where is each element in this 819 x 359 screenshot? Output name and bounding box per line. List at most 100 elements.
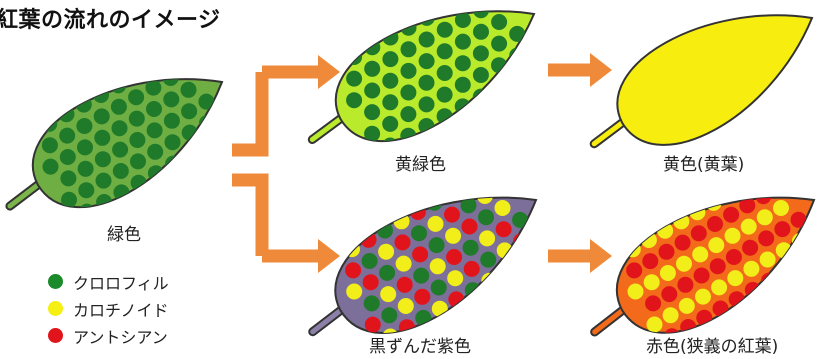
pigment-dot (626, 262, 642, 278)
pigment-dot (380, 286, 396, 302)
pigment-dot (147, 144, 163, 160)
pigment-dot (477, 188, 493, 204)
pigment-dot (478, 209, 494, 225)
pigment-dot (200, 136, 216, 152)
pigment-dot (110, 77, 126, 93)
pigment-dot (419, 10, 435, 26)
pigment-dot (695, 289, 711, 305)
pigment-dot (77, 139, 93, 155)
pigment-dot (437, 65, 453, 81)
pigment-dot (78, 182, 94, 198)
pigment-dot (147, 122, 163, 138)
pigment-dot (401, 41, 417, 57)
pigment-dot (165, 134, 181, 150)
carotenoid-dot-icon (48, 301, 63, 316)
pigment-dot (113, 163, 129, 179)
pigment-dot (793, 254, 809, 270)
pigment-dot (397, 277, 413, 293)
pigment-dot (163, 91, 179, 107)
pigment-dot (60, 149, 76, 165)
pigment-dot (198, 94, 214, 110)
pigment-dot (419, 32, 435, 48)
pigment-dot (527, 59, 543, 75)
pigment-dot (437, 0, 453, 16)
pigment-dot (642, 253, 658, 269)
pigment-dot (491, 0, 507, 8)
pigment-dot (455, 55, 471, 71)
pigment-dot (76, 97, 92, 113)
pigment-dot (398, 298, 414, 314)
pigment-dot (180, 60, 196, 76)
pigment-dot (760, 252, 776, 268)
pigment-dot (181, 103, 197, 119)
pigment-dot (128, 68, 144, 84)
pigment-dot (396, 256, 412, 272)
pigment-dot (480, 252, 496, 268)
leaf-label-dark-purple: 黒ずんだ紫色 (369, 332, 471, 357)
pigment-dot (757, 209, 773, 225)
pigment-dot (498, 264, 514, 280)
chlorophyll-dot-icon (48, 274, 63, 289)
pigment-dot (111, 99, 127, 115)
pigment-dot (473, 2, 489, 18)
pigment-dot (419, 96, 435, 112)
pigment-dot (491, 79, 507, 95)
legend-label: アントシアン (73, 324, 168, 348)
pigment-dot (382, 116, 398, 132)
arrow-to-yellow-head-icon (590, 53, 612, 87)
pigment-dot (382, 94, 398, 110)
arrow-to-dark-purple-head-icon (318, 239, 340, 273)
pigment-dot (437, 22, 453, 38)
pigment-dot (96, 173, 112, 189)
pigment-dot (512, 212, 528, 228)
pigment-dot (412, 246, 428, 262)
pigment-dot (364, 83, 380, 99)
pigment-dot (418, 118, 434, 134)
leaf-stem-fill-green (10, 184, 40, 207)
pigment-dot (447, 270, 463, 286)
pigment-dot (755, 188, 771, 204)
pigment-dot (657, 223, 673, 239)
pigment-dot (94, 130, 110, 146)
pigment-dot (24, 125, 40, 141)
pigment-dot (644, 274, 660, 290)
pigment-dot (378, 244, 394, 260)
legend-label: クロロフィル (73, 270, 169, 294)
pigment-dot (722, 186, 738, 202)
pigment-dot (758, 230, 774, 246)
pigment-dot (345, 262, 361, 278)
pigment-dot (476, 167, 492, 183)
pigment-dot (217, 127, 233, 143)
arrow-to-dark-purple-shaft (232, 180, 262, 256)
pigment-dot (129, 111, 145, 127)
pigment-dot (691, 225, 707, 241)
pigment-dot (94, 108, 110, 124)
pigment-dot (410, 204, 426, 220)
legend-item-chlorophyll: クロロフィル (48, 268, 169, 295)
pigment-dot (431, 280, 447, 296)
pigment-dot (641, 232, 657, 248)
pigment-dot (382, 51, 398, 67)
pigment-dot (164, 113, 180, 129)
pigment-dot (432, 301, 448, 317)
pigment-dot (754, 167, 770, 183)
pigment-dot (692, 246, 708, 262)
pigment-dot (361, 232, 377, 248)
pigment-dot (162, 49, 178, 65)
legend-item-anthocyanin: アントシアン (48, 322, 169, 349)
anthocyanin-dot-icon (48, 328, 63, 343)
leaf-stem-fill-yellow (594, 121, 624, 143)
pigment-dot (727, 270, 743, 286)
pigment-dot (437, 43, 453, 59)
pigment-dot (455, 77, 471, 93)
pigment-dot (473, 67, 489, 83)
pigment-dot (76, 118, 92, 134)
pigment-dot (445, 228, 461, 244)
leaf-stem-fill-yellow_green (312, 117, 342, 139)
pigment-dot (346, 284, 362, 300)
pigment-dot (509, 26, 525, 42)
leaf-label-green: 緑色 (107, 220, 141, 245)
pigment-dot (365, 317, 381, 333)
leaf-yellow_green (336, 11, 534, 141)
pigment-dot (495, 200, 511, 216)
